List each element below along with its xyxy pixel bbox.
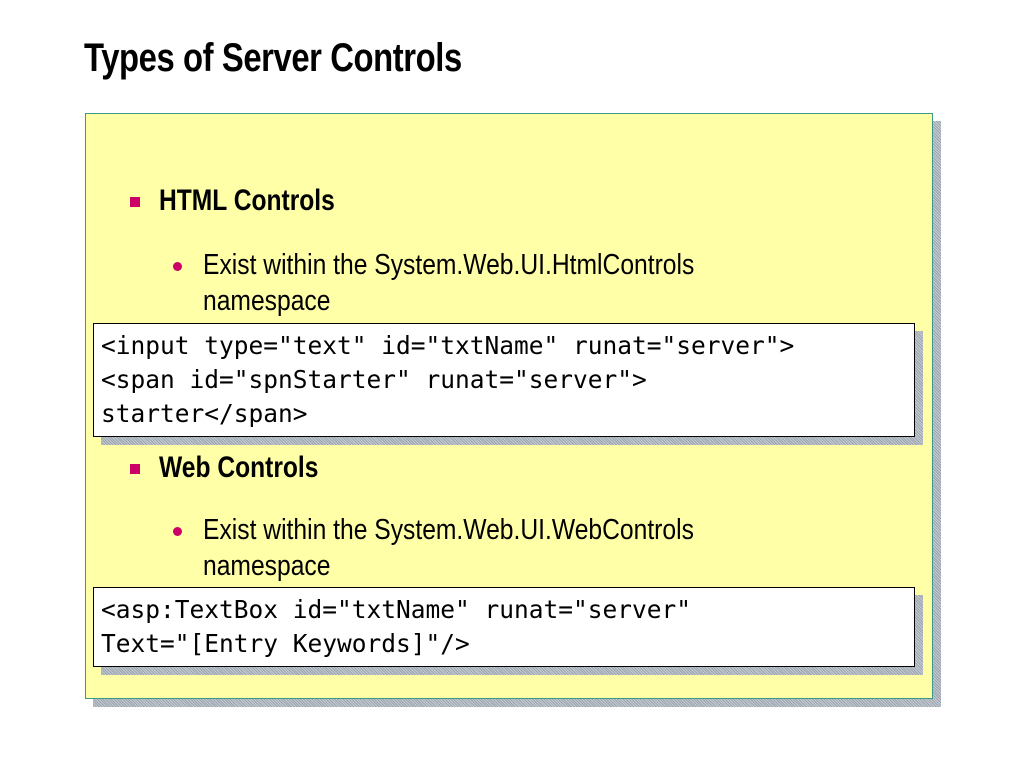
detail-line: Exist within the System.Web.UI.WebContro… <box>203 514 694 546</box>
code-line: starter</span> <box>101 399 308 428</box>
section-detail: Exist within the System.Web.UI.HtmlContr… <box>203 247 694 319</box>
html-controls-code-box: <input type="text" id="txtName" runat="s… <box>93 323 915 437</box>
dot-bullet-icon <box>173 262 182 271</box>
code-line: <asp:TextBox id="txtName" runat="server" <box>101 595 692 624</box>
slide-title: Types of Server Controls <box>84 36 462 80</box>
code-line: <input type="text" id="txtName" runat="s… <box>101 331 795 360</box>
bullet-html-namespace: Exist within the System.Web.UI.HtmlContr… <box>170 247 870 327</box>
detail-line: Exist within the System.Web.UI.HtmlContr… <box>203 249 695 281</box>
square-bullet-icon <box>130 197 140 207</box>
dot-bullet-icon <box>173 527 182 536</box>
bullet-web-namespace: Exist within the System.Web.UI.WebContro… <box>170 512 870 592</box>
section-detail: Exist within the System.Web.UI.WebContro… <box>203 512 694 584</box>
code-line: <span id="spnStarter" runat="server"> <box>101 365 647 394</box>
code-line: Text="[Entry Keywords]"/> <box>101 629 470 658</box>
section-heading: Web Controls <box>159 451 319 484</box>
detail-line: namespace <box>203 285 331 317</box>
square-bullet-icon <box>130 464 140 474</box>
bullet-html-controls: HTML Controls <box>126 184 406 220</box>
bullet-web-controls: Web Controls <box>126 451 406 487</box>
detail-line: namespace <box>203 550 331 582</box>
web-controls-code-box: <asp:TextBox id="txtName" runat="server"… <box>93 587 915 667</box>
section-heading: HTML Controls <box>159 184 335 217</box>
